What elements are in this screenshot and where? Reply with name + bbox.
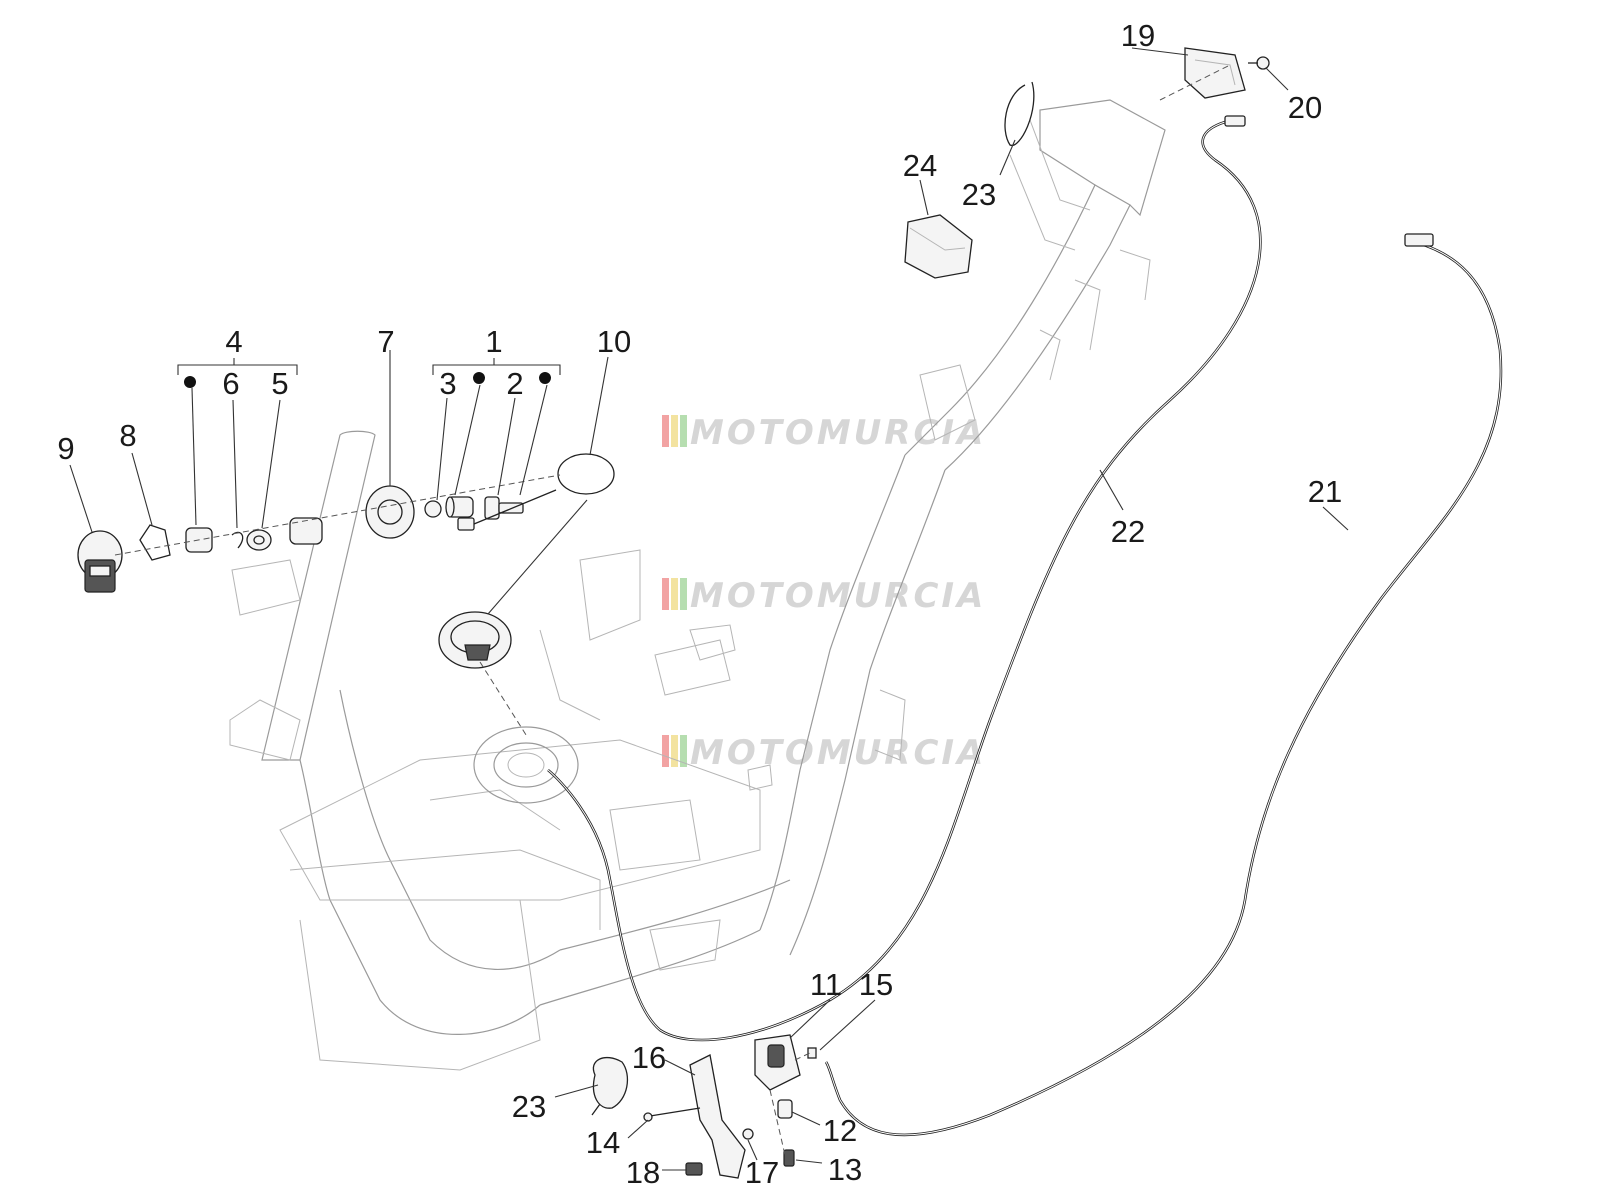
watermark-text: MOTOMURCIA [690,576,986,616]
callout-20: 20 [1288,90,1322,125]
callout-23-bottom: 23 [512,1089,546,1124]
kit-bracket-4 [177,358,298,388]
callouts: 1 2 3 4 5 6 7 8 9 10 11 12 13 14 15 16 1… [57,18,1342,1190]
callout-17: 17 [745,1155,779,1190]
bracket-plate [689,1054,746,1179]
screw-17 [742,1128,754,1140]
callout-19: 19 [1121,18,1155,53]
callout-22: 22 [1111,514,1145,549]
lock-cylinder [445,496,474,518]
assembly-axes [114,64,1231,1156]
watermark-2: MOTOMURCIA [662,576,986,616]
callout-23-top: 23 [962,177,996,212]
callout-24: 24 [903,148,937,183]
callout-13: 13 [828,1152,862,1187]
callout-15: 15 [859,967,893,1002]
callout-2: 2 [506,366,523,401]
sleeve [289,517,323,545]
callout-1: 1 [485,324,502,359]
bolt-14 [643,1107,701,1122]
kit-bullet [473,372,485,384]
callout-5: 5 [271,366,288,401]
clip-18 [685,1162,703,1176]
gasket [139,524,171,561]
callout-11: 11 [810,967,842,1002]
o-ring [424,500,442,518]
kit-bullet [539,372,551,384]
fuel-cap [438,611,512,669]
callout-9: 9 [57,431,74,466]
screw-20 [1248,56,1270,70]
callout-3: 3 [439,366,456,401]
callout-16: 16 [632,1040,666,1075]
spring-13 [783,1149,795,1167]
callout-21: 21 [1308,474,1342,509]
cable-21 [824,233,1503,1137]
washer-5 [246,529,272,551]
callout-8: 8 [119,418,136,453]
ignition-switch [77,530,123,593]
watermark-1: MOTOMURCIA [662,413,986,453]
spring-12 [777,1099,793,1119]
callout-14: 14 [586,1125,620,1160]
cable-ring [457,453,615,531]
circlip [231,531,244,549]
cable-tie-top [1004,81,1035,146]
callout-18: 18 [626,1155,660,1190]
callout-4: 4 [225,324,242,359]
kit-bracket-1 [432,358,561,384]
callout-7: 7 [377,324,394,359]
callout-10: 10 [597,324,631,359]
callout-6: 6 [222,366,239,401]
scooter-frame [229,99,1166,1071]
callout-12: 12 [823,1113,857,1148]
leader-lines [69,47,1349,1171]
watermark-text: MOTOMURCIA [690,733,986,773]
cable-22 [547,115,1262,1042]
cable-tie-bottom [591,1057,629,1116]
release-lever [754,1034,801,1091]
rear-bracket [904,214,973,279]
cable-end-15 [807,1047,817,1059]
key [484,496,524,520]
watermark-text: MOTOMURCIA [690,413,986,453]
kit-bullet [184,376,196,388]
lock-housing [365,485,415,539]
watermark-3: MOTOMURCIA [662,733,986,773]
